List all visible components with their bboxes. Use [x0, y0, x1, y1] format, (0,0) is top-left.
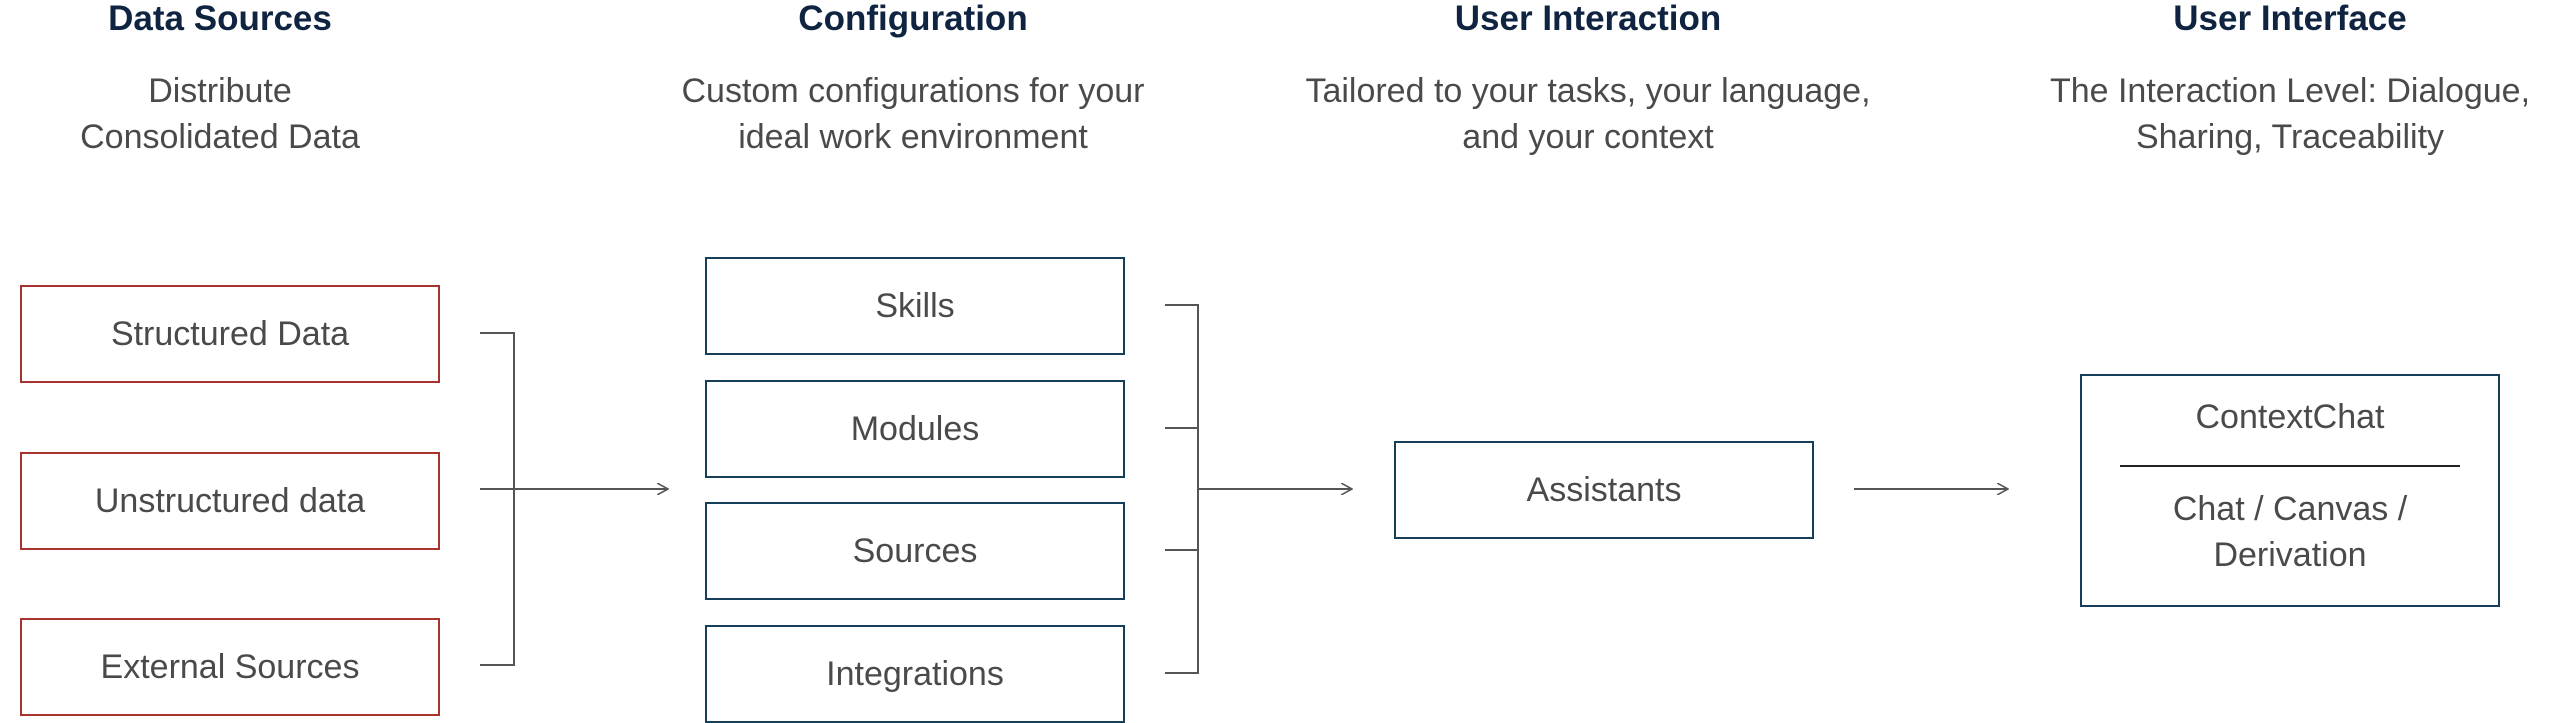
config-box-integrations: Integrations — [705, 625, 1125, 723]
context-chat-divider — [2120, 465, 2460, 467]
source-label: Structured Data — [110, 314, 350, 353]
subtitle-line: Consolidated Data — [80, 118, 360, 156]
source-box-external-sources: External Sources — [20, 618, 440, 716]
subtitle-line: ideal work environment — [738, 118, 1088, 156]
source-label: Unstructured data — [94, 481, 366, 520]
config-label: Modules — [850, 409, 980, 448]
subtitle-line: and your context — [1462, 118, 1714, 156]
subtitle-line: Distribute — [148, 72, 292, 110]
sources-bracket — [480, 332, 515, 666]
config-label: Skills — [875, 286, 955, 325]
data-sources-title: Data Sources — [108, 0, 332, 38]
user-interface-title: User Interface — [2173, 0, 2407, 38]
subtitle-line: Custom configurations for your — [681, 72, 1145, 110]
user-interaction-title: User Interaction — [1454, 0, 1722, 38]
context-chat-detail-line: Chat / Canvas / — [2172, 490, 2408, 528]
config-box-skills: Skills — [705, 257, 1125, 355]
user-interaction-subtitle: Tailored to your tasks, your language, a… — [1238, 68, 1938, 160]
data-sources-subtitle: Distribute Consolidated Data — [20, 68, 420, 160]
config-label: Sources — [852, 531, 978, 570]
config-box-sources: Sources — [705, 502, 1125, 600]
source-label: External Sources — [100, 647, 360, 686]
assistants-box: Assistants — [1394, 441, 1814, 539]
subtitle-line: The Interaction Level: Dialogue, — [2049, 72, 2531, 110]
source-box-structured-data: Structured Data — [20, 285, 440, 383]
subtitle-line: Sharing, Traceability — [2135, 118, 2445, 156]
assistants-label: Assistants — [1526, 470, 1682, 509]
config-box-modules: Modules — [705, 380, 1125, 478]
configuration-title: Configuration — [798, 0, 1028, 38]
subtitle-line: Tailored to your tasks, your language, — [1305, 72, 1871, 110]
context-chat-detail: Chat / Canvas / Derivation — [2082, 486, 2498, 578]
user-interface-subtitle: The Interaction Level: Dialogue, Sharing… — [2010, 68, 2560, 160]
config-bracket — [1165, 304, 1199, 674]
configuration-subtitle: Custom configurations for your ideal wor… — [613, 68, 1213, 160]
context-chat-title: ContextChat — [2195, 398, 2385, 436]
context-chat-box: ContextChat Chat / Canvas / Derivation — [2080, 374, 2500, 607]
source-box-unstructured-data: Unstructured data — [20, 452, 440, 550]
context-chat-detail-line: Derivation — [2213, 536, 2367, 574]
config-label: Integrations — [826, 654, 1004, 693]
